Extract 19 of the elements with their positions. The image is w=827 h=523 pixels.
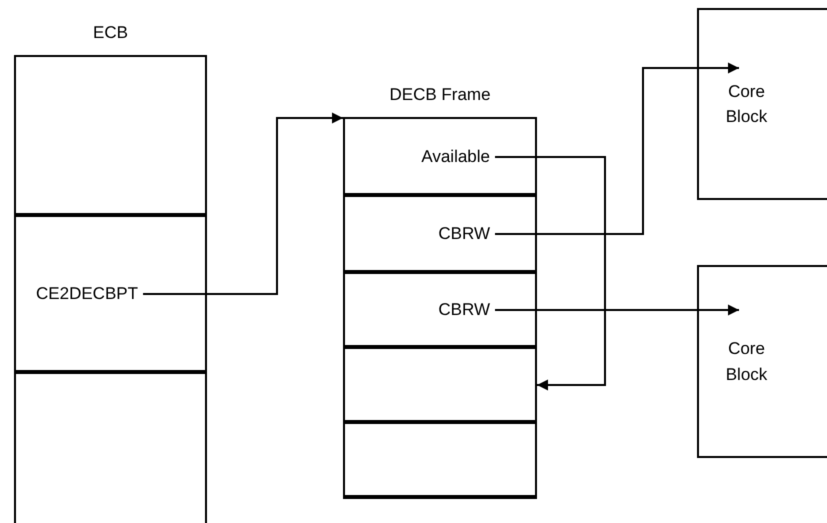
arrow [495,156,606,390]
record-field [343,270,537,349]
empty-field [343,420,537,499]
frame-title: DECB Frame [388,85,492,105]
block-label: Core Block [724,80,768,128]
field-label: CBRW [438,224,490,244]
storage-block [697,8,827,200]
storage-block [697,265,827,458]
field-label: CBRW [438,300,490,320]
record-field [343,193,537,274]
arrow [495,62,739,235]
block-label: Core Block [724,338,768,386]
arrow [143,112,343,295]
empty-field [343,345,537,424]
field-label: Available [421,147,490,167]
record-field [14,213,207,374]
arrow [495,304,739,316]
frame-title: ECB [92,23,129,43]
field-label: CE2DECBPT [36,284,138,304]
